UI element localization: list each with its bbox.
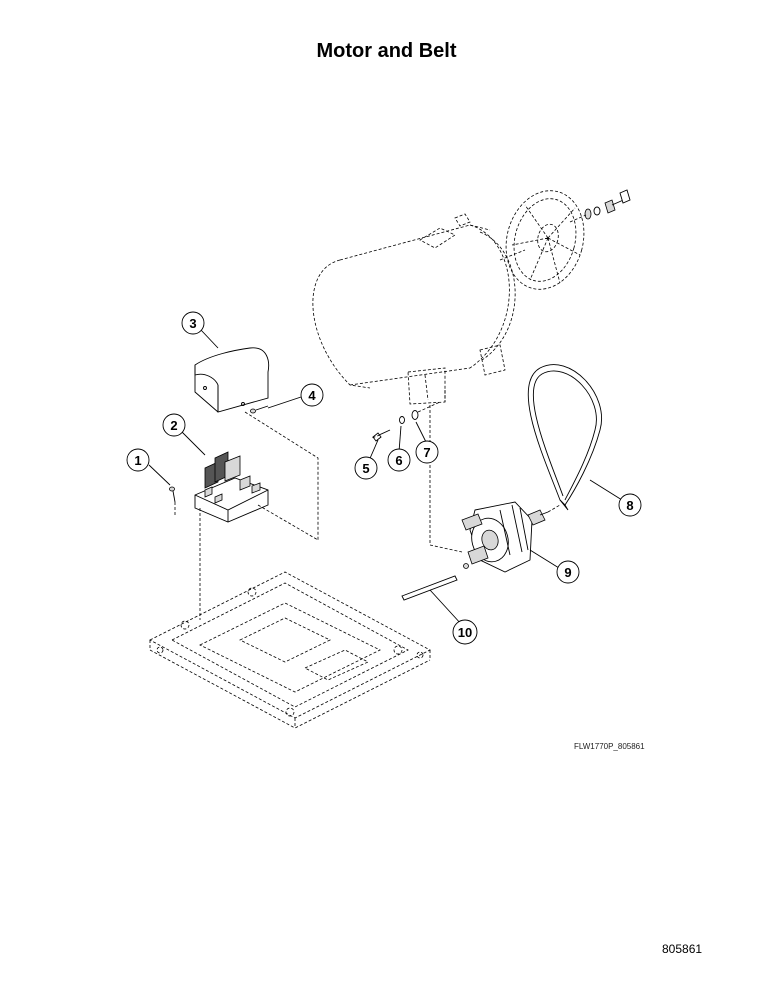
- part-10-rod: [401, 575, 458, 601]
- page-title: Motor and Belt: [316, 40, 457, 62]
- callout-3-label: 3: [189, 316, 196, 331]
- base-frame: [149, 571, 431, 729]
- callout-7: 7: [415, 440, 439, 464]
- part-1-screw: [169, 486, 176, 503]
- drum-pulley: [499, 190, 585, 290]
- figure-id: FLW1770P_805861: [574, 742, 645, 751]
- callout-4: 4: [300, 383, 324, 407]
- callout-2-label: 2: [170, 418, 177, 433]
- callout-9: 9: [556, 560, 580, 584]
- callout-6: 6: [387, 448, 411, 472]
- part-4-screw: [250, 405, 269, 414]
- callout-10-label: 10: [458, 625, 472, 640]
- part-9-motor: [461, 501, 561, 573]
- callout-8: 8: [618, 493, 642, 517]
- callout-5-label: 5: [362, 461, 369, 476]
- callout-1: 1: [126, 448, 150, 472]
- callout-3: 3: [181, 311, 205, 335]
- callout-1-label: 1: [134, 453, 141, 468]
- callout-2: 2: [162, 413, 186, 437]
- part-8-belt: [527, 364, 602, 511]
- callout-8-label: 8: [626, 498, 633, 513]
- callout-9-label: 9: [564, 565, 571, 580]
- callout-10: 10: [452, 619, 478, 645]
- tub-drum: [312, 213, 516, 405]
- part-2-control-board: [194, 451, 269, 523]
- part-3-shield: [194, 347, 270, 413]
- callout-4-label: 4: [308, 388, 316, 403]
- callout-6-label: 6: [395, 453, 402, 468]
- page-number: 805861: [662, 942, 703, 956]
- hub-fasteners: [569, 189, 631, 223]
- callout-5: 5: [354, 456, 378, 480]
- callout-7-label: 7: [423, 445, 430, 460]
